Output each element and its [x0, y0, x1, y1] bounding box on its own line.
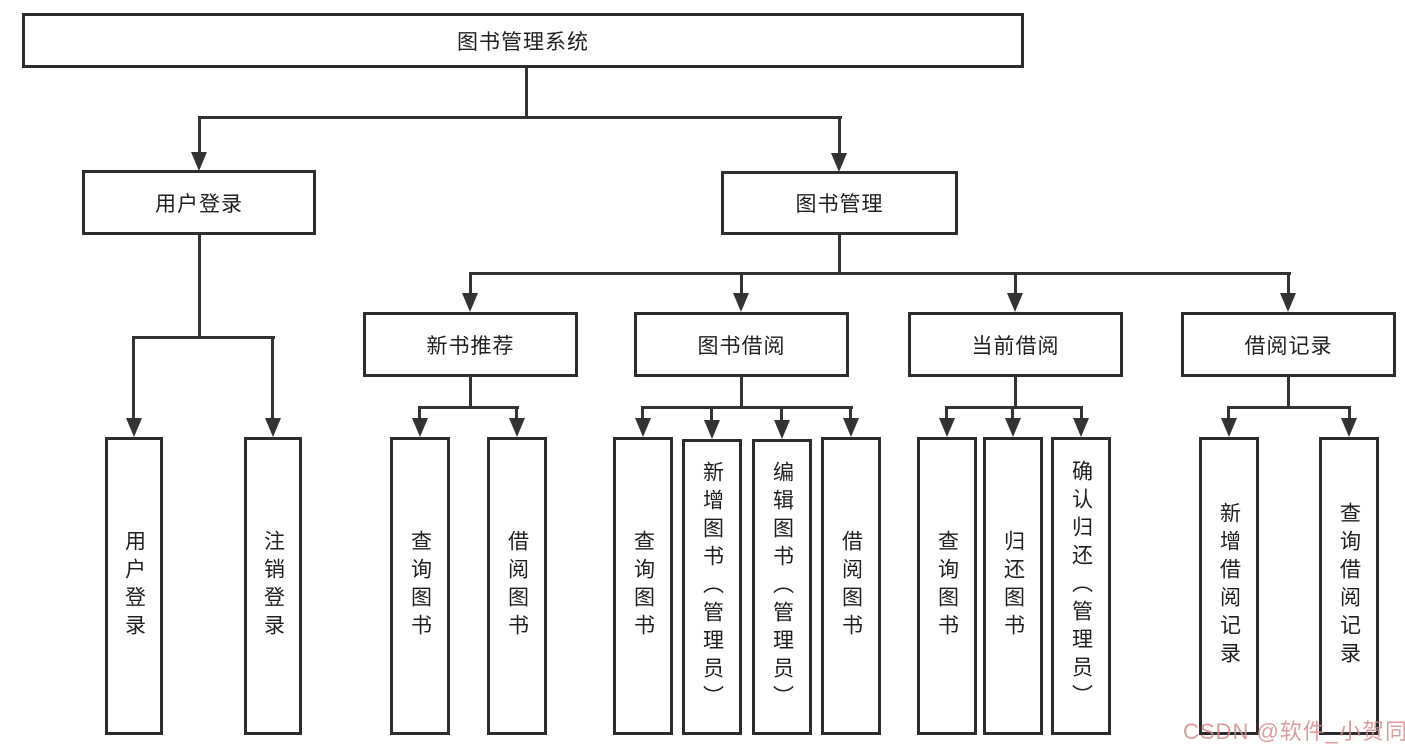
- arrowhead-down: [412, 418, 428, 437]
- connector-line: [740, 377, 743, 408]
- leaf-label: 借阅图书: [505, 530, 529, 642]
- connector-line: [1287, 272, 1290, 296]
- arrowhead-down: [265, 418, 281, 437]
- connector-line: [780, 406, 783, 420]
- arrowhead-down: [1005, 418, 1021, 437]
- leaf-label: 确认归还（管理员）: [1069, 460, 1093, 712]
- connector-line: [1014, 377, 1017, 408]
- leaf-label: 注销登录: [261, 530, 285, 642]
- leaf-node-return-books: 归还图书: [983, 437, 1043, 735]
- arrowhead-down: [939, 418, 955, 437]
- connector-line: [418, 406, 421, 420]
- connector-line: [1227, 406, 1230, 420]
- connector-line: [1014, 272, 1017, 296]
- leaf-label: 归还图书: [1001, 530, 1025, 642]
- connector-line: [945, 406, 1083, 409]
- leaf-label: 查询图书: [408, 530, 432, 642]
- connector-line: [849, 406, 852, 420]
- arrowhead-down: [843, 418, 859, 437]
- connector-line: [838, 235, 841, 275]
- leaf-node-query-books-1: 查询图书: [390, 437, 450, 735]
- arrowhead-down: [1073, 418, 1089, 437]
- leaf-node-query-borrow-record: 查询借阅记录: [1319, 437, 1379, 735]
- connector-line: [515, 406, 518, 420]
- connector-line: [469, 377, 472, 408]
- leaf-node-borrow-books-2: 借阅图书: [821, 437, 881, 735]
- node-book-management: 图书管理: [721, 171, 958, 235]
- leaf-label: 新增借阅记录: [1217, 502, 1241, 670]
- arrowhead-down: [635, 418, 651, 437]
- arrowhead-down: [1007, 293, 1023, 312]
- leaf-node-logout: 注销登录: [244, 437, 302, 735]
- connector-line: [469, 272, 1291, 275]
- connector-line: [740, 272, 743, 296]
- section-node-new-book-recommend: 新书推荐: [363, 312, 578, 377]
- section-node-book-borrowing: 图书借阅: [634, 312, 849, 377]
- arrowhead-down: [774, 420, 790, 439]
- connector-line: [1011, 406, 1014, 420]
- arrowhead-down: [191, 152, 207, 171]
- connector-line: [525, 68, 528, 118]
- leaf-label: 新增图书（管理员）: [700, 461, 724, 713]
- connector-line: [641, 406, 644, 420]
- section-node-borrow-records: 借阅记录: [1181, 312, 1396, 377]
- leaf-node-query-books-2: 查询图书: [613, 437, 673, 735]
- leaf-node-edit-books-admin: 编辑图书（管理员）: [752, 439, 812, 735]
- connector-line: [198, 116, 842, 119]
- connector-line: [469, 272, 472, 296]
- arrowhead-down: [733, 293, 749, 312]
- section-node-current-borrowing: 当前借阅: [908, 312, 1123, 377]
- connector-line: [1080, 406, 1083, 420]
- connector-line: [1287, 377, 1290, 408]
- csdn-watermark: CSDN @软件_小贺同学: [1183, 719, 1405, 744]
- arrowhead-down: [1341, 418, 1357, 437]
- connector-line: [198, 235, 201, 339]
- connector-line: [1348, 406, 1351, 420]
- connector-line: [198, 116, 201, 154]
- leaf-node-borrow-books-1: 借阅图书: [487, 437, 547, 735]
- connector-line: [710, 406, 713, 420]
- leaf-node-query-books-3: 查询图书: [917, 437, 977, 735]
- connector-line: [132, 336, 275, 339]
- leaf-node-add-books-admin: 新增图书（管理员）: [682, 439, 742, 735]
- arrowhead-down: [509, 418, 525, 437]
- connector-line: [271, 336, 274, 419]
- leaf-label: 借阅图书: [839, 530, 863, 642]
- connector-line: [132, 336, 135, 419]
- arrowhead-down: [462, 293, 478, 312]
- arrowhead-down: [1280, 293, 1296, 312]
- node-user-login: 用户登录: [82, 170, 316, 235]
- arrowhead-down: [831, 153, 847, 172]
- connector-line: [945, 406, 948, 420]
- leaf-label: 查询图书: [935, 530, 959, 642]
- arrowhead-down: [704, 420, 720, 439]
- connector-line: [418, 406, 519, 409]
- root-node-library-system: 图书管理系统: [22, 13, 1024, 68]
- arrowhead-down: [126, 418, 142, 437]
- connector-line: [641, 406, 853, 409]
- leaf-label: 查询借阅记录: [1337, 502, 1361, 670]
- connector-line: [838, 116, 841, 154]
- leaf-label: 用户登录: [122, 530, 146, 642]
- leaf-label: 查询图书: [631, 530, 655, 642]
- leaf-node-user-login: 用户登录: [105, 437, 163, 735]
- arrowhead-down: [1221, 418, 1237, 437]
- leaf-node-confirm-return-admin: 确认归还（管理员）: [1051, 437, 1111, 735]
- connector-line: [1227, 406, 1351, 409]
- leaf-label: 编辑图书（管理员）: [770, 461, 794, 713]
- leaf-node-add-borrow-record: 新增借阅记录: [1199, 437, 1259, 735]
